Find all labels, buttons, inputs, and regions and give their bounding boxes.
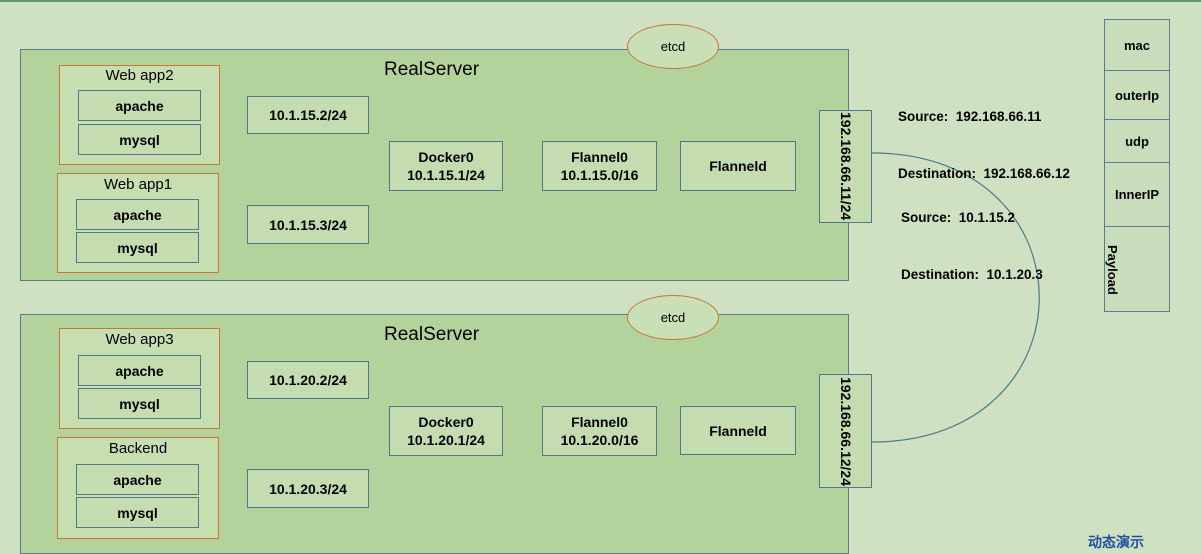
interface-name: Flannel0 bbox=[571, 414, 628, 430]
host-ip-box: 192.168.66.11/24 bbox=[819, 110, 872, 223]
bridge-cidr: 10.1.20.1/24 bbox=[407, 432, 485, 448]
top-border-line bbox=[0, 0, 1201, 2]
etcd-node: etcd bbox=[627, 295, 719, 340]
bridge-name: Docker0 bbox=[418, 414, 474, 430]
server-title: RealServer bbox=[384, 324, 480, 345]
service-box: mysql bbox=[76, 232, 199, 263]
stack-layer-outerip: outerIp bbox=[1105, 71, 1169, 120]
inner-packet-info: Source: 10.1.15.2 Destination: 10.1.20.3 bbox=[901, 170, 1043, 303]
container-ip-box: 10.1.15.2/24 bbox=[247, 96, 369, 134]
outer-source: Source: 192.168.66.11 bbox=[898, 109, 1042, 124]
service-box: apache bbox=[78, 355, 201, 386]
service-box: mysql bbox=[78, 124, 201, 155]
bridge-cidr: 10.1.15.1/24 bbox=[407, 167, 485, 183]
flanneld-daemon: Flanneld bbox=[680, 141, 796, 191]
app-name: Web app3 bbox=[105, 331, 174, 348]
host-ip-box: 192.168.66.12/24 bbox=[819, 374, 872, 488]
service-box: apache bbox=[78, 90, 201, 121]
outer-packet-info: Source: 192.168.66.11 Destination: 192.1… bbox=[898, 69, 1070, 202]
interface-cidr: 10.1.20.0/16 bbox=[560, 432, 639, 448]
container-ip-box: 10.1.20.3/24 bbox=[247, 469, 369, 508]
stack-layer-payload: Payload bbox=[1105, 244, 1120, 295]
inner-source: Source: 10.1.15.2 bbox=[901, 210, 1016, 225]
interface-name: Flannel0 bbox=[571, 149, 628, 165]
container-ip-box: 10.1.20.2/24 bbox=[247, 361, 369, 399]
service-box: mysql bbox=[76, 497, 199, 528]
stack-layer-innerip: InnerIP bbox=[1105, 163, 1169, 227]
service-box: apache bbox=[76, 199, 199, 230]
animation-demo-link[interactable]: 动态演示 bbox=[1088, 534, 1144, 550]
server-title: RealServer bbox=[384, 59, 480, 80]
etcd-node: etcd bbox=[627, 24, 719, 69]
packet-structure-stack: mac outerIp udp InnerIP Payload bbox=[1104, 19, 1170, 312]
inner-destination: Destination: 10.1.20.3 bbox=[901, 267, 1043, 282]
app-name: Web app2 bbox=[105, 67, 174, 84]
app-name: Backend bbox=[108, 440, 168, 457]
flanneld-daemon: Flanneld bbox=[680, 406, 796, 455]
outer-destination: Destination: 192.168.66.12 bbox=[898, 166, 1070, 181]
flannel0-interface: Flannel0 10.1.15.0/16 bbox=[542, 141, 657, 191]
docker0-bridge: Docker0 10.1.20.1/24 bbox=[389, 406, 503, 456]
bridge-name: Docker0 bbox=[418, 149, 474, 165]
app-name: Web app1 bbox=[103, 176, 173, 193]
stack-layer-udp: udp bbox=[1105, 120, 1169, 163]
flannel0-interface: Flannel0 10.1.20.0/16 bbox=[542, 406, 657, 456]
interface-cidr: 10.1.15.0/16 bbox=[560, 167, 639, 183]
service-box: mysql bbox=[78, 388, 201, 419]
container-ip-box: 10.1.15.3/24 bbox=[247, 205, 369, 244]
service-box: apache bbox=[76, 464, 199, 495]
docker0-bridge: Docker0 10.1.15.1/24 bbox=[389, 141, 503, 191]
stack-layer-mac: mac bbox=[1105, 20, 1169, 71]
